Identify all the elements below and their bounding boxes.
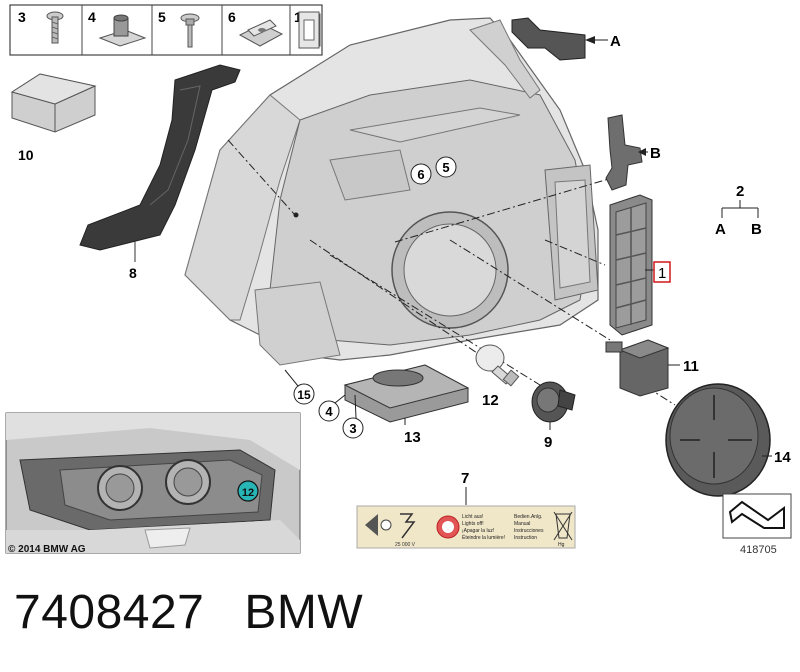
circled-label-6: 6 (410, 163, 432, 185)
footer-part-info: 7408427 BMW (14, 585, 363, 640)
svg-text:Instruction: Instruction (514, 535, 537, 541)
svg-text:12: 12 (242, 487, 254, 499)
image-number-box: 418705 (722, 493, 792, 556)
svg-text:6: 6 (417, 167, 424, 182)
part-8-bracket (79, 64, 241, 251)
screw-5-icon (180, 13, 200, 48)
svg-text:Éteindre la lumière!: Éteindre la lumière! (462, 534, 505, 541)
label-9: 9 (544, 434, 552, 451)
headlight-housing (184, 17, 599, 366)
label-13: 13 (404, 429, 421, 446)
header-label-4: 4 (88, 9, 96, 25)
part-13-ballast (343, 364, 470, 423)
clip-15-window (303, 19, 315, 41)
label-2-B: B (751, 221, 762, 238)
part-9-socket (531, 381, 576, 423)
label-2-A: A (715, 221, 726, 238)
high-voltage-icon (400, 513, 416, 539)
circled-label-3: 3 (342, 417, 364, 439)
waste-bin-icon (555, 513, 571, 539)
circled-label-15: 15 (293, 383, 315, 405)
svg-text:15: 15 (297, 388, 311, 402)
label-1-highlight (653, 261, 671, 283)
part-2-tree: 2 A B (715, 183, 762, 238)
svg-text:5: 5 (442, 160, 449, 175)
svg-text:Lights off!: Lights off! (462, 521, 484, 527)
svg-text:Instrucciones: Instrucciones (514, 528, 544, 534)
speed-nut-6-icon (238, 19, 284, 47)
part-7-warning-sticker: 25 000 V Licht aus! Lights off! ¡Apagar … (356, 505, 576, 549)
label-11: 11 (683, 358, 699, 375)
part-number: 7408427 (14, 586, 205, 639)
parts-header-table: 3 4 5 6 15 (9, 4, 323, 56)
svg-text:Manual: Manual (514, 521, 530, 527)
label-12: 12 (482, 392, 499, 409)
svg-text:25 000 V: 25 000 V (395, 542, 416, 548)
svg-text:Licht aus!: Licht aus! (462, 514, 483, 520)
part-A-bracket (511, 17, 586, 61)
svg-text:¡Apagar la luz!: ¡Apagar la luz! (462, 528, 494, 534)
label-14: 14 (774, 449, 791, 466)
label-1: 1 (658, 265, 666, 282)
inset-car-photo: 12 © 2014 BMW AG (5, 412, 301, 555)
label-7: 7 (461, 470, 469, 487)
svg-text:3: 3 (349, 421, 356, 436)
label-8: 8 (129, 265, 137, 281)
part-12-bulb (475, 344, 520, 387)
part-10-foam-block (10, 73, 97, 133)
inset-callout-12 (237, 480, 259, 502)
label-10: 10 (18, 147, 34, 163)
part-14-cap (665, 383, 771, 497)
circled-label-4: 4 (318, 400, 340, 422)
clip-nut-4-icon (98, 14, 147, 47)
screw-3-icon (46, 11, 64, 44)
svg-text:Hg: Hg (558, 542, 565, 548)
inset-copyright: © 2014 BMW AG (8, 544, 86, 555)
label-B: B (650, 145, 661, 162)
circled-label-5: 5 (435, 156, 457, 178)
svg-text:4: 4 (325, 404, 333, 419)
header-label-6: 6 (228, 9, 236, 25)
label-2: 2 (736, 183, 744, 200)
part-1-cover (609, 194, 653, 336)
part-B-bracket (605, 114, 643, 191)
lamp-warning-icon (365, 514, 378, 536)
header-label-3: 3 (18, 9, 26, 25)
header-label-5: 5 (158, 9, 166, 25)
svg-text:Bedien.Anlg.: Bedien.Anlg. (514, 514, 542, 520)
brand-name: BMW (244, 586, 364, 639)
part-11-module (605, 339, 670, 397)
callout-8-dot (293, 212, 299, 218)
image-number: 418705 (740, 544, 777, 556)
label-A: A (610, 33, 621, 50)
leader-lines (227, 139, 676, 406)
